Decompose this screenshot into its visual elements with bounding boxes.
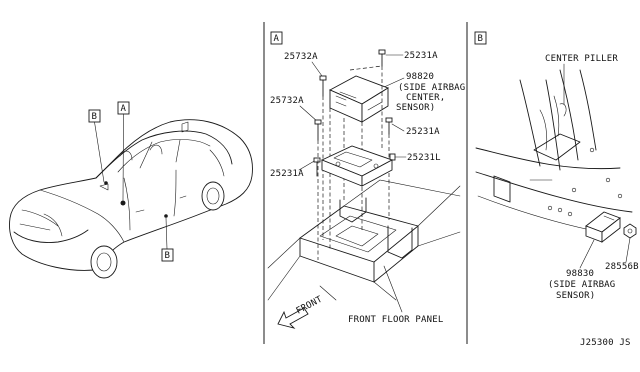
part-25732a-left: 25732A bbox=[270, 96, 304, 106]
side-airbag-sensor bbox=[585, 211, 621, 243]
panel-b-tag bbox=[474, 31, 487, 45]
part-25231l: 25231L bbox=[407, 153, 441, 163]
sensor-bracket bbox=[320, 145, 394, 187]
part-25231a-upper: 25231A bbox=[404, 51, 438, 61]
bolt-left-icon bbox=[314, 119, 322, 141]
panel-b-tag-label: B bbox=[478, 34, 484, 44]
callout-b-bottom-label: B bbox=[165, 251, 171, 261]
part-98820: 98820 bbox=[406, 72, 434, 82]
screw-right-icon bbox=[385, 117, 393, 135]
screw-upper-icon bbox=[378, 49, 386, 67]
part-98830: 98830 bbox=[566, 269, 594, 279]
part-25231a-left: 25231A bbox=[270, 169, 304, 179]
screw-left-icon bbox=[313, 157, 321, 177]
part-25231a-right: 25231A bbox=[406, 127, 440, 137]
center-pillar-label: CENTER PILLER bbox=[545, 54, 618, 64]
callout-a: A bbox=[117, 101, 130, 201]
callout-b-bottom: B bbox=[161, 217, 174, 262]
callout-a-label: A bbox=[121, 104, 127, 114]
front-arrow-icon bbox=[277, 307, 309, 329]
part-98820-desc-1: (SIDE AIRBAG bbox=[398, 83, 465, 93]
sensor-point-a bbox=[120, 200, 126, 206]
bolt-upper-icon bbox=[319, 75, 327, 97]
part-98820-desc-2: CENTER, bbox=[406, 93, 445, 103]
part-98830-desc-2: SENSOR) bbox=[556, 291, 595, 301]
sensor-point-b-bottom bbox=[164, 214, 168, 218]
airbag-center-sensor-unit bbox=[328, 75, 390, 123]
callout-b-top-label: B bbox=[92, 112, 98, 122]
front-floor-panel-label: FRONT FLOOR PANEL bbox=[348, 315, 444, 325]
part-98830-desc-1: (SIDE AIRBAG bbox=[548, 280, 615, 290]
sensor-point-b-top bbox=[104, 181, 108, 185]
callout-b-top: B bbox=[88, 109, 105, 183]
panel-b: B CENTER PILLER bbox=[474, 31, 639, 301]
center-pillar bbox=[475, 69, 633, 233]
clip-icon bbox=[623, 223, 637, 239]
panel-a-tag bbox=[270, 31, 283, 45]
part-25732a-upper: 25732A bbox=[284, 52, 318, 62]
diagram-code: J25300 JS bbox=[580, 338, 631, 348]
car-illustration bbox=[9, 119, 253, 279]
front-direction-label: FRONT bbox=[295, 294, 325, 316]
front-wheel bbox=[90, 245, 118, 279]
part-98820-desc-3: SENSOR) bbox=[396, 103, 435, 113]
panel-a: A 25732A 25231A 98820 (SIDE AIRBAG CENTE… bbox=[267, 31, 465, 329]
part-28556b: 28556B bbox=[605, 262, 639, 272]
panel-a-tag-label: A bbox=[274, 34, 280, 44]
rear-wheel bbox=[201, 181, 225, 211]
front-floor-panel bbox=[267, 179, 461, 301]
